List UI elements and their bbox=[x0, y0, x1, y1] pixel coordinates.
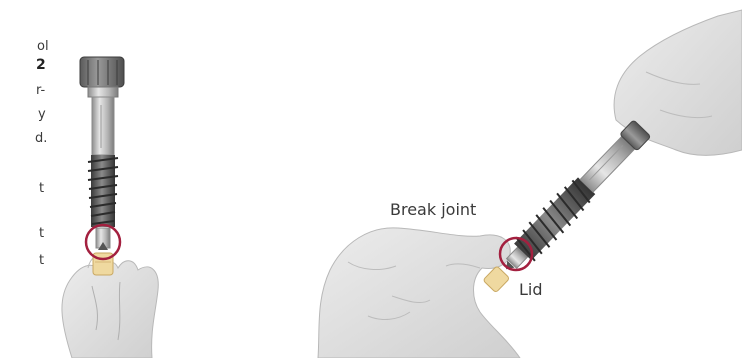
right-implant-assembly bbox=[478, 117, 654, 297]
break-joint-label: Break joint bbox=[390, 200, 476, 219]
right-glove-hand-lower bbox=[318, 228, 520, 358]
lid-label: Lid bbox=[519, 280, 543, 299]
